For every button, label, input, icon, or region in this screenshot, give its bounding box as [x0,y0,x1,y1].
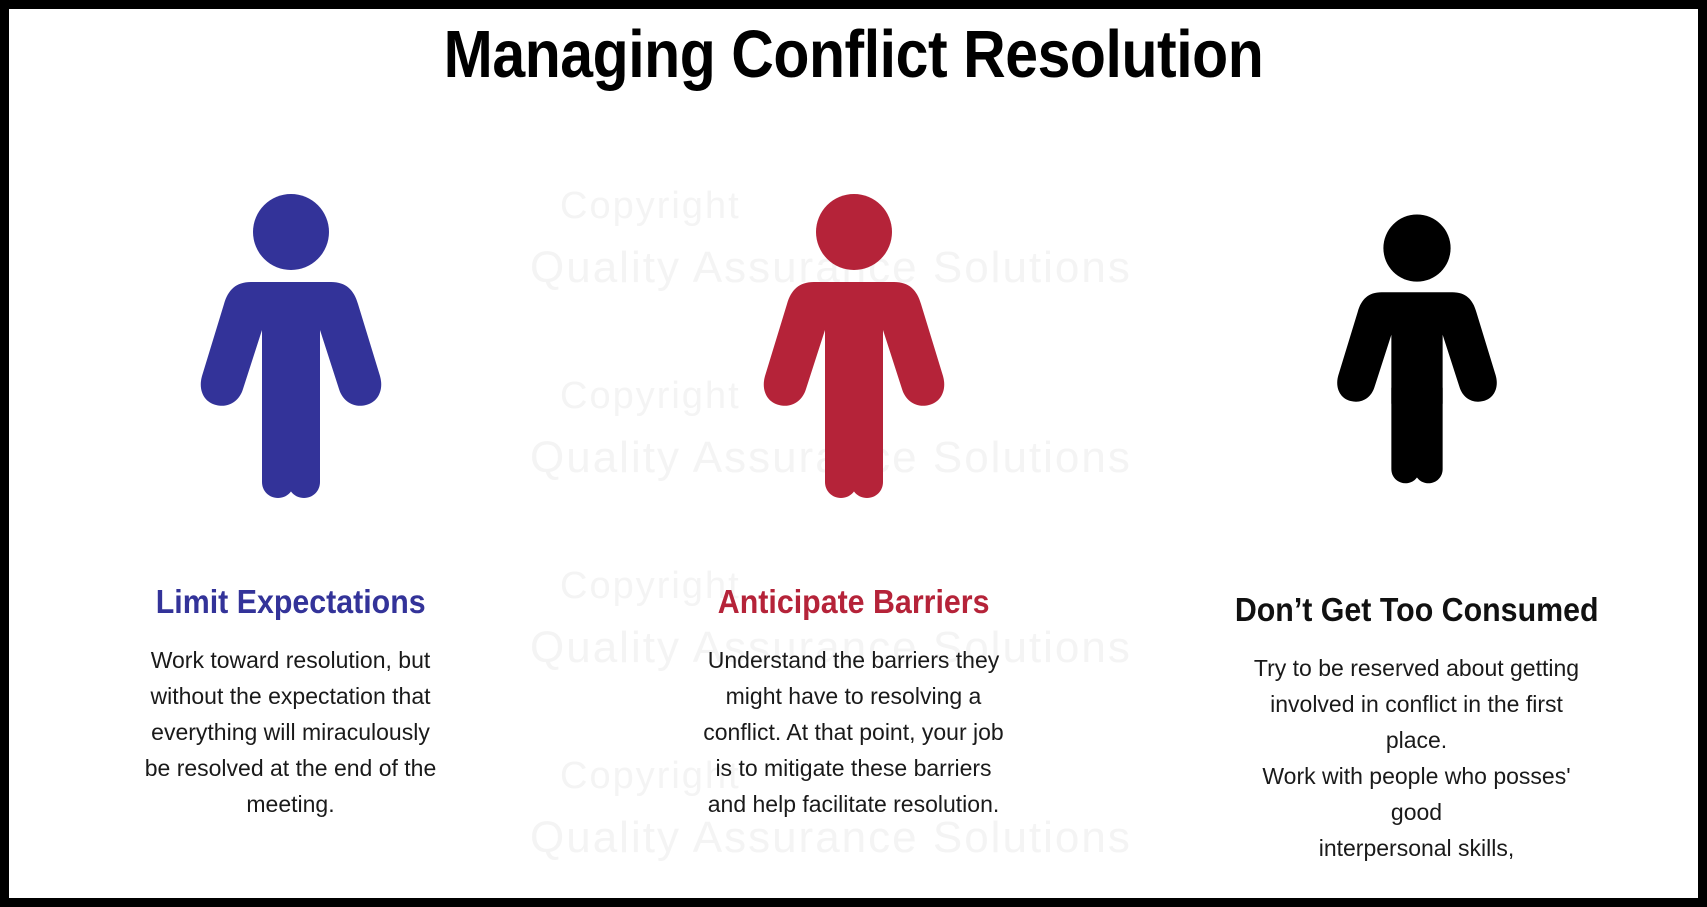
body-line: Try to be reserved about getting [1253,655,1580,681]
columns-container: Limit Expectations Work toward resolutio… [9,190,1698,870]
body-line: meeting. [246,791,335,817]
border-bottom [0,898,1707,907]
column-dont-get-too-consumed: Don’t Get Too Consumed Try to be reserve… [1135,190,1698,866]
border-left [0,0,9,907]
body-line: interpersonal skills, [1318,835,1515,861]
column-body-text: Try to be reserved about getting involve… [1237,650,1597,866]
person-figure-blue [196,190,386,510]
column-limit-expectations: Limit Expectations Work toward resolutio… [9,190,572,822]
border-right [1698,0,1707,907]
column-body-text: Understand the barriers they might have … [689,642,1019,822]
body-line: might have to resolving a [725,683,982,709]
column-heading: Anticipate Barriers [717,583,990,620]
body-line: and help facilitate resolution. [707,791,1000,817]
person-figure-red [759,190,949,510]
body-line: without the expectation that [150,683,431,709]
column-heading: Limit Expectations [155,583,426,620]
column-anticipate-barriers: Anticipate Barriers Understand the barri… [572,190,1135,822]
column-body-text: Work toward resolution, but without the … [131,642,451,822]
body-line: everything will miraculously [151,719,430,745]
person-figure-black [1333,190,1501,518]
body-line: involved in conflict in the first place. [1270,691,1563,753]
column-heading: Don’t Get Too Consumed [1234,591,1599,628]
border-top [0,0,1707,9]
page-title: Managing Conflict Resolution [443,17,1264,92]
body-line: conflict. At that point, your job [703,719,1004,745]
body-line: Understand the barriers they [707,647,1000,673]
body-line: is to mitigate these barriers [715,755,992,781]
body-line: be resolved at the end of the [144,755,437,781]
body-line: Work toward resolution, but [150,647,431,673]
body-line: Work with people who posses' good [1262,763,1571,825]
